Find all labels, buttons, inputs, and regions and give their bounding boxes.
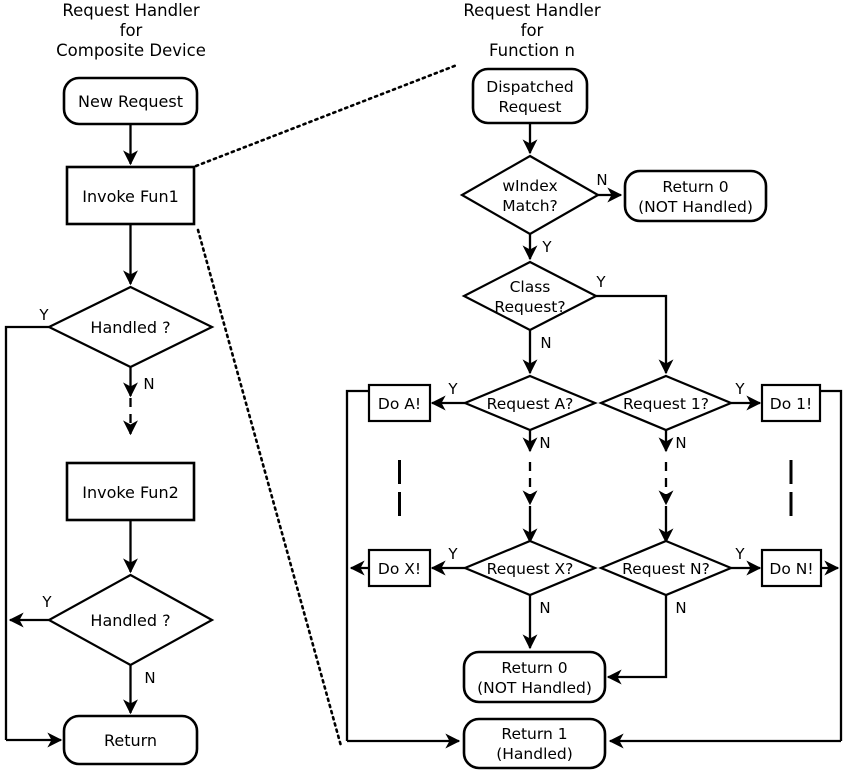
edge-label-req-a-no: N bbox=[539, 434, 550, 452]
node-do-1-label: Do 1! bbox=[770, 395, 812, 413]
edge-label-req-n-no: N bbox=[675, 599, 686, 617]
node-return: Return bbox=[62, 714, 199, 766]
edge-class-yes-to-request1 bbox=[596, 294, 674, 375]
edge-label-windex-no: N bbox=[596, 171, 607, 189]
node-return0-bottom-line2: (NOT Handled) bbox=[477, 679, 592, 697]
edge-label-req-x-yes: Y bbox=[447, 545, 458, 563]
node-new-request: New Request bbox=[62, 76, 199, 126]
node-return1-line2: (Handled) bbox=[496, 745, 573, 763]
edge-label-req-1-yes: Y bbox=[734, 380, 745, 398]
node-return0-top: Return 0 (NOT Handled) bbox=[623, 169, 768, 223]
left-panel-title: Request Handler for Composite Device bbox=[56, 1, 206, 60]
node-do-x: Do X! bbox=[367, 548, 432, 588]
node-handled-1: Handled ? bbox=[46, 285, 215, 369]
node-dispatched-request: Dispatched Request bbox=[471, 67, 589, 125]
node-handled-2-label: Handled ? bbox=[90, 611, 170, 630]
edge-label-handled1-no: N bbox=[143, 375, 154, 393]
node-request-x-label: Request X? bbox=[487, 560, 574, 578]
node-do-1: Do 1! bbox=[760, 383, 822, 423]
node-return0-top-line1: Return 0 bbox=[662, 178, 728, 196]
node-windex-match-line1: wIndex bbox=[502, 177, 557, 195]
node-new-request-label: New Request bbox=[78, 92, 183, 111]
edge-label-class-yes: Y bbox=[595, 273, 606, 291]
right-title-line1: Request Handler bbox=[463, 1, 600, 20]
node-invoke-fun2: Invoke Fun2 bbox=[65, 461, 196, 522]
edge-label-handled2-yes: Y bbox=[41, 593, 52, 611]
expansion-line-lower bbox=[196, 228, 343, 748]
node-request-n-label: Request N? bbox=[622, 560, 710, 578]
edge-doa-to-left-rail bbox=[345, 389, 369, 741]
edge-do1-to-right-rail bbox=[820, 389, 843, 741]
node-do-n-label: Do N! bbox=[769, 560, 813, 578]
expansion-line-upper bbox=[194, 63, 459, 168]
right-title-line3: Function n bbox=[489, 41, 575, 60]
node-do-x-label: Do X! bbox=[378, 560, 421, 578]
node-handled-1-label: Handled ? bbox=[90, 318, 170, 337]
left-title-line1: Request Handler bbox=[62, 1, 199, 20]
node-class-request: Class Request? bbox=[461, 260, 599, 332]
left-title-line3: Composite Device bbox=[56, 41, 206, 60]
node-handled-2: Handled ? bbox=[46, 573, 215, 667]
left-title-line2: for bbox=[120, 21, 143, 40]
edge-handled1-yes-rail bbox=[4, 325, 49, 740]
node-class-request-line2: Request? bbox=[494, 298, 565, 316]
node-request-a: Request A? bbox=[462, 374, 598, 432]
right-panel-title: Request Handler for Function n bbox=[463, 1, 600, 60]
node-return0-bottom-line1: Return 0 bbox=[501, 659, 567, 677]
edge-label-handled2-no: N bbox=[144, 669, 155, 687]
node-dispatched-request-line2: Request bbox=[499, 98, 562, 116]
node-windex-match: wIndex Match? bbox=[459, 154, 601, 236]
node-invoke-fun1-label: Invoke Fun1 bbox=[82, 187, 179, 206]
node-request-1-label: Request 1? bbox=[623, 395, 709, 413]
node-invoke-fun1: Invoke Fun1 bbox=[65, 165, 196, 226]
node-request-a-label: Request A? bbox=[487, 395, 574, 413]
node-do-n: Do N! bbox=[760, 548, 823, 588]
edge-label-req-n-yes: Y bbox=[734, 545, 745, 563]
node-do-a: Do A! bbox=[367, 383, 432, 423]
edge-label-req-x-no: N bbox=[539, 599, 550, 617]
edge-label-handled1-yes: Y bbox=[38, 306, 49, 324]
node-do-a-label: Do A! bbox=[378, 395, 421, 413]
node-invoke-fun2-label: Invoke Fun2 bbox=[82, 483, 179, 502]
node-request-n: Request N? bbox=[598, 539, 734, 597]
node-return1: Return 1 (Handled) bbox=[462, 717, 607, 770]
node-class-request-line1: Class bbox=[510, 278, 551, 296]
edge-label-class-no: N bbox=[540, 334, 551, 352]
edge-label-req-1-no: N bbox=[675, 434, 686, 452]
node-return0-bottom: Return 0 (NOT Handled) bbox=[462, 650, 607, 704]
node-dispatched-request-line1: Dispatched bbox=[486, 78, 573, 96]
edge-label-req-a-yes: Y bbox=[447, 380, 458, 398]
edge-req-n-no-to-return0bottom bbox=[606, 595, 668, 685]
node-request-x: Request X? bbox=[462, 539, 598, 597]
node-request-1: Request 1? bbox=[598, 374, 734, 432]
node-return0-top-line2: (NOT Handled) bbox=[638, 198, 753, 216]
node-return-label: Return bbox=[104, 731, 157, 750]
node-return1-line1: Return 1 bbox=[501, 725, 567, 743]
node-windex-match-line2: Match? bbox=[502, 197, 558, 215]
right-title-line2: for bbox=[521, 21, 544, 40]
edge-label-windex-yes: Y bbox=[541, 238, 552, 256]
